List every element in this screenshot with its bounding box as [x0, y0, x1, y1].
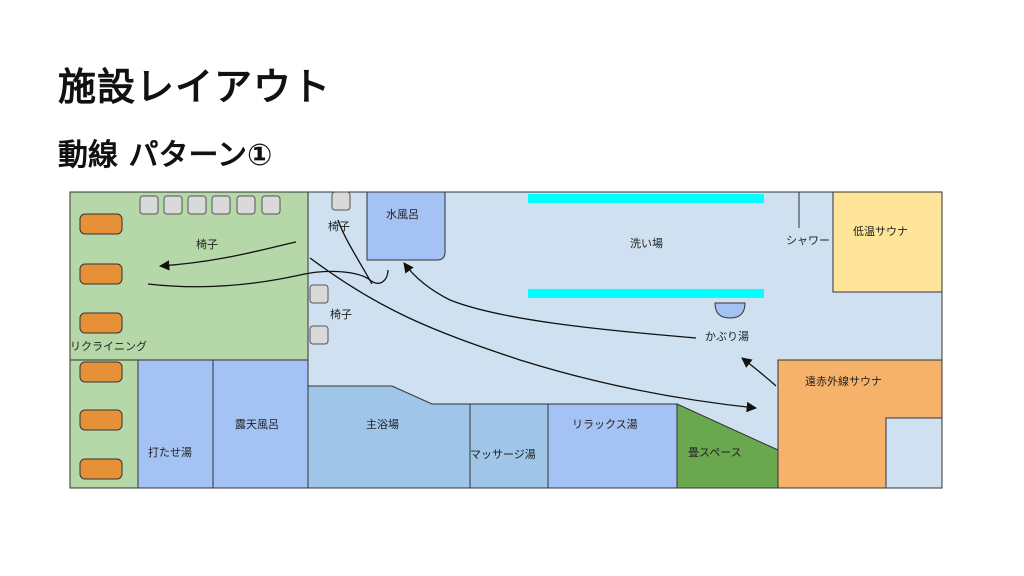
flow-line-to-tatami — [309, 257, 758, 413]
recliner-seat — [79, 458, 123, 480]
mizuburo-label: 水風呂 — [386, 208, 419, 221]
relax-bath — [547, 403, 678, 489]
recliner-label: リクライニング — [70, 339, 147, 353]
teion-sauna-label: 低温サウナ — [853, 225, 908, 238]
recliner-seat — [79, 361, 123, 383]
chair — [261, 195, 281, 215]
recliner-seat — [79, 263, 123, 285]
chair-row — [139, 195, 281, 215]
shower-label: シャワー — [786, 234, 830, 247]
mizuburo-bath — [366, 191, 446, 261]
roten-label: 露天風呂 — [235, 418, 279, 431]
enseki-sauna-label: 遠赤外線サウナ — [805, 374, 882, 388]
recliner-seat — [79, 312, 123, 334]
tatami-label: 畳スペース — [688, 446, 742, 459]
chair — [236, 195, 256, 215]
kaburiyu-basin — [714, 302, 746, 319]
chair — [187, 195, 207, 215]
flow-line-kaburiyu — [741, 357, 777, 387]
araiba-label: 洗い場 — [630, 237, 663, 250]
page-title: 施設レイアウト — [58, 65, 332, 109]
chair-upper-label: 椅子 — [328, 219, 350, 233]
recliner-seat — [79, 409, 123, 431]
chair — [331, 191, 351, 211]
flow-lines — [147, 219, 777, 413]
massage-label: マッサージ湯 — [470, 448, 536, 461]
flow-line-to-recliner — [158, 241, 297, 271]
recliner-group — [79, 213, 123, 480]
washing-counter-top — [528, 194, 764, 203]
utase-yu — [137, 359, 214, 489]
chair — [139, 195, 159, 215]
chair — [309, 325, 329, 345]
flow-line-bend — [337, 219, 373, 285]
kaburiyu-label: かぶり湯 — [705, 330, 749, 343]
chair — [163, 195, 183, 215]
flow-line-to-mizuburo — [403, 262, 697, 339]
shuyoku-label: 主浴場 — [366, 418, 399, 431]
roten-buro — [212, 359, 309, 489]
enseki-sauna-annex — [885, 417, 943, 489]
flow-line-outdoor — [147, 269, 389, 288]
chair — [211, 195, 231, 215]
utase-label: 打たせ湯 — [148, 445, 192, 459]
washing-counter-bottom — [528, 289, 764, 298]
chair-mid-label: 椅子 — [330, 307, 352, 321]
massage-bath — [469, 403, 549, 489]
relax-label: リラックス湯 — [572, 418, 638, 431]
chair — [309, 284, 329, 304]
teion-sauna — [832, 191, 943, 293]
recliner-seat — [79, 213, 123, 235]
page-subtitle: 動線 パターン① — [58, 138, 273, 173]
chair-top-label: 椅子 — [196, 237, 218, 251]
